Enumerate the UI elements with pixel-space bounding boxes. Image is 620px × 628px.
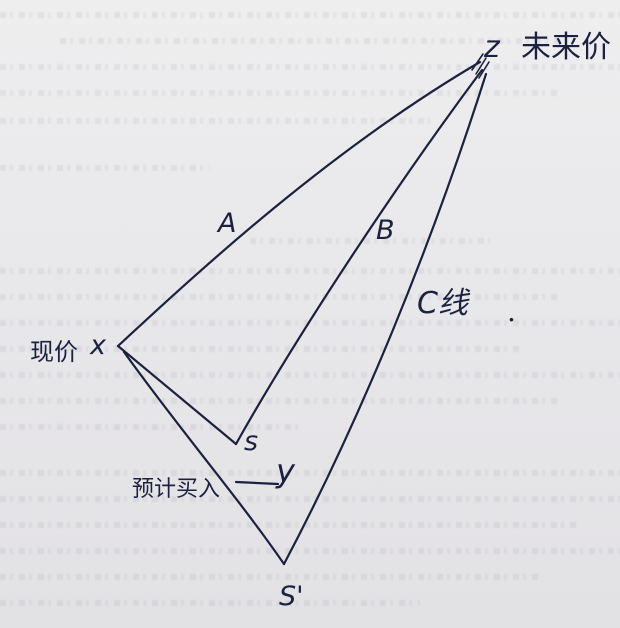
bleed-through-text bbox=[0, 118, 430, 124]
line-c bbox=[282, 72, 488, 566]
line-y-tick bbox=[234, 480, 280, 486]
label-point-z: z bbox=[484, 30, 500, 65]
label-planned-buy: 预计买入 bbox=[132, 477, 221, 502]
apex-strokes bbox=[471, 53, 490, 79]
bleed-through-text bbox=[0, 346, 520, 352]
bleed-through-text bbox=[0, 548, 620, 554]
bleed-through-text bbox=[0, 372, 620, 378]
label-line-b: B bbox=[376, 215, 395, 246]
label-point-s: s bbox=[244, 426, 259, 457]
line-b bbox=[234, 68, 484, 446]
bleed-through-text bbox=[250, 238, 490, 244]
label-line-c: C线 bbox=[417, 286, 468, 321]
label-point-x: x bbox=[90, 330, 106, 361]
bleed-through-text bbox=[0, 165, 210, 171]
bleed-through-text bbox=[0, 294, 560, 300]
line-x-to-s-prime bbox=[122, 350, 286, 566]
bleed-through-text bbox=[60, 38, 560, 44]
bleed-through-text bbox=[0, 320, 620, 326]
line-x-to-s bbox=[116, 344, 238, 446]
bleed-through-text bbox=[0, 522, 580, 528]
bleed-through-text bbox=[0, 398, 560, 404]
bleed-through-text bbox=[0, 64, 620, 70]
bleed-through-text bbox=[0, 496, 620, 502]
bleed-through-text bbox=[0, 424, 300, 430]
stray-dot: . bbox=[507, 295, 516, 328]
label-current-price: 现价 bbox=[30, 338, 78, 366]
bleed-through-text bbox=[0, 470, 620, 476]
label-point-s-prime: S' bbox=[279, 581, 304, 612]
label-point-y: y bbox=[276, 452, 295, 490]
line-a bbox=[116, 60, 482, 348]
bleed-through-text bbox=[0, 600, 420, 606]
bleed-through-text bbox=[0, 574, 540, 580]
label-line-a: A bbox=[218, 208, 237, 239]
bleed-through-text bbox=[0, 90, 560, 96]
bleed-through-text bbox=[0, 12, 620, 18]
label-future-price: 未来价 bbox=[521, 30, 611, 65]
bleed-through-text bbox=[0, 268, 620, 274]
